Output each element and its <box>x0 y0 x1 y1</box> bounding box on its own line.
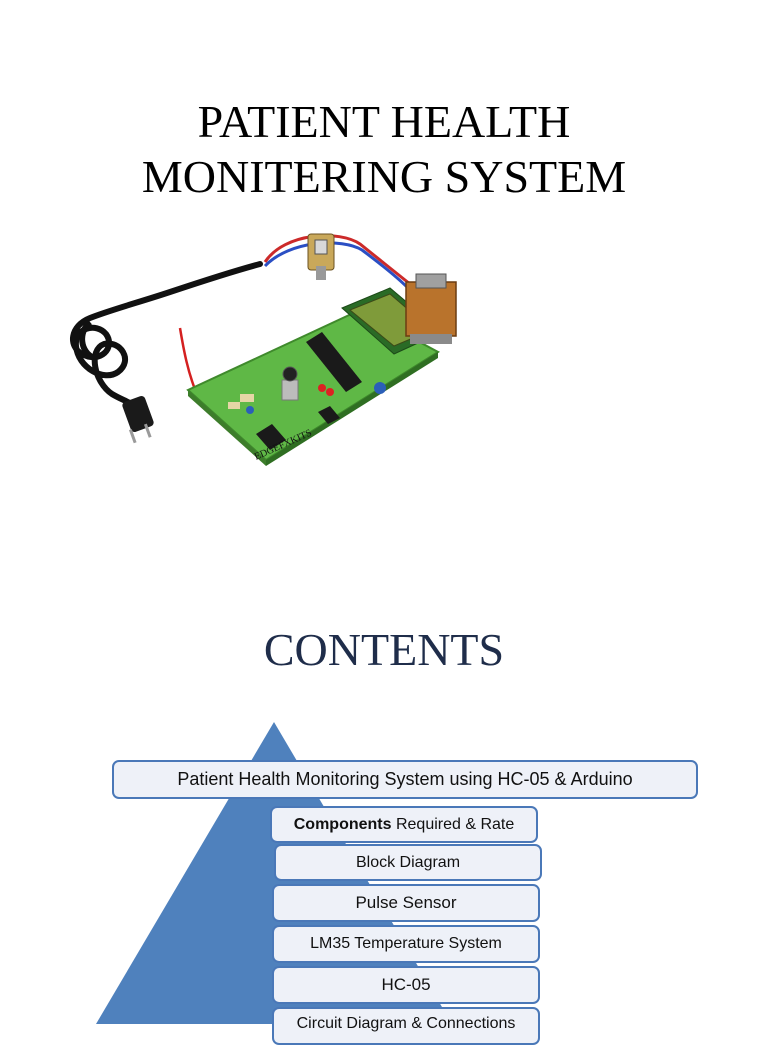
switch-module <box>307 233 335 280</box>
contents-item-3-label: Block Diagram <box>355 854 461 871</box>
contents-item-3: Block Diagram <box>274 844 542 881</box>
contents-item-6: HC-05 <box>272 966 540 1004</box>
slide-title: PATIENT HEALTH MONITERING SYSTEM <box>0 94 768 204</box>
microcontroller-ic <box>306 332 362 392</box>
title-line-2: MONITERING SYSTEM <box>141 151 627 202</box>
contents-title: CONTENTS <box>263 624 505 675</box>
contents-item-1-label: Patient Health Monitoring System using H… <box>177 769 633 789</box>
transformer <box>405 273 457 344</box>
contents-item-4-label: Pulse Sensor <box>355 893 457 912</box>
contents-item-1: Patient Health Monitoring System using H… <box>112 760 698 799</box>
power-cord <box>70 261 263 409</box>
contents-item-5-label: LM35 Temperature System <box>310 935 502 952</box>
contents-item-2: Components Required & Rate <box>270 806 538 843</box>
power-plug <box>122 395 154 444</box>
contents-item-4: Pulse Sensor <box>272 884 540 922</box>
contents-item-2-label-rest: Required & Rate <box>391 816 515 833</box>
contents-item-2-label-bold: Components <box>293 816 392 833</box>
contents-slide: CONTENTS Patient Health Monitoring Syste… <box>0 560 768 1045</box>
title-line-1: PATIENT HEALTH <box>197 96 571 147</box>
title-slide: PATIENT HEALTH MONITERING SYSTEM <box>0 94 768 466</box>
contents-item-5: LM35 Temperature System <box>272 925 540 963</box>
contents-item-7: Circuit Diagram & Connections <box>272 1007 540 1045</box>
contents-item-6-label: HC-05 <box>381 975 431 994</box>
circuit-board-photo: EDGEFXKITS <box>70 233 457 466</box>
